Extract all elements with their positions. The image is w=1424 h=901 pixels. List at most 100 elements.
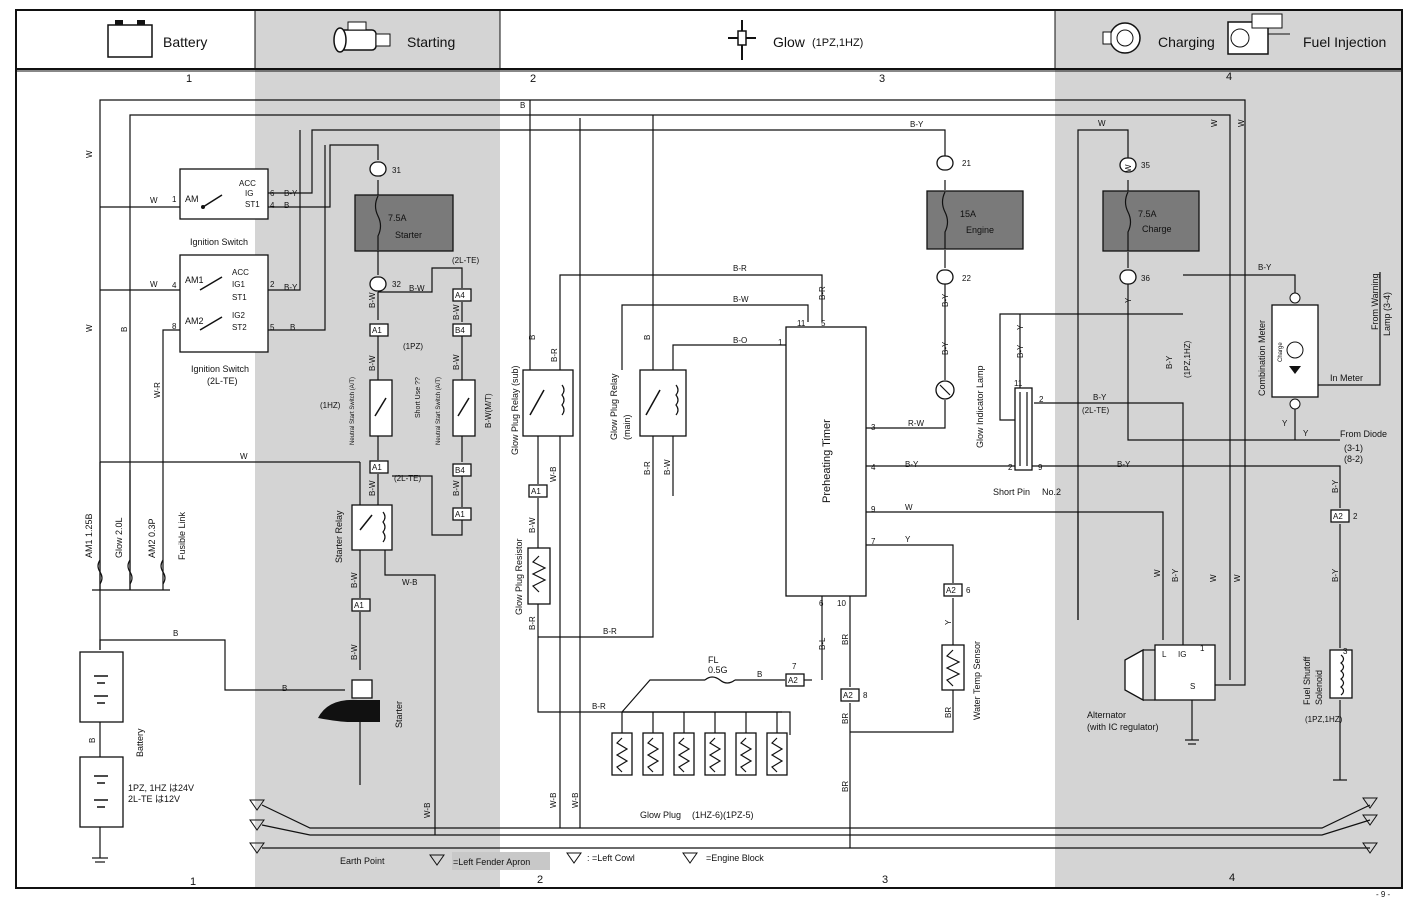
svg-text:ACC: ACC [239, 179, 256, 188]
legend-engine-block: =Engine Block [706, 853, 764, 863]
svg-text:B-R: B-R [592, 702, 606, 711]
svg-text:B-W: B-W [663, 459, 672, 475]
svg-text:2: 2 [1008, 463, 1013, 472]
svg-text:Y: Y [1282, 419, 1288, 428]
from-diode-label: From Diode [1340, 429, 1387, 439]
svg-text:B: B [173, 629, 178, 638]
svg-text:1: 1 [1200, 644, 1205, 653]
svg-text:W: W [150, 280, 158, 289]
grid-top-3: 3 [879, 73, 885, 85]
injection-pump-icon [1227, 13, 1290, 55]
glow-header: Glow [773, 34, 806, 50]
svg-text:B: B [120, 327, 129, 332]
svg-text:4: 4 [270, 201, 275, 210]
neutral-start-switch-2 [452, 379, 476, 437]
fuse-starter-name: Starter [395, 230, 422, 240]
svg-text:IG: IG [245, 189, 253, 198]
svg-text:B: B [643, 335, 652, 340]
short-pin [1014, 387, 1033, 471]
svg-text:B-W: B-W [452, 480, 461, 496]
svg-text:7: 7 [871, 537, 876, 546]
svg-text:B-R: B-R [603, 627, 617, 636]
starter-label: Starter [394, 701, 404, 728]
legend-left-fender: =Left Fender Apron [453, 857, 530, 867]
svg-text:Y: Y [944, 619, 953, 625]
svg-text:B-W: B-W [350, 644, 359, 660]
starting-header: Starting [407, 34, 455, 50]
svg-text:W-B: W-B [402, 578, 417, 587]
svg-text:8: 8 [172, 322, 177, 331]
svg-text:(2L-TE): (2L-TE) [452, 256, 479, 265]
wires [99, 99, 1381, 858]
legend-title: Earth Point [340, 856, 385, 866]
svg-text:A1: A1 [354, 601, 364, 610]
grid-bottom-4: 4 [1229, 872, 1235, 884]
fusible-link-label: Fusible Link [177, 511, 187, 560]
svg-text:BR: BR [944, 707, 953, 718]
svg-text:W: W [240, 452, 248, 461]
svg-text:6: 6 [270, 189, 275, 198]
svg-text:B-Y: B-Y [905, 460, 919, 469]
grid-bottom-3: 3 [882, 874, 888, 886]
glow-indicator-label: Glow Indicator Lamp [975, 365, 985, 448]
svg-text:(1PZ,1HZ): (1PZ,1HZ) [1183, 340, 1192, 378]
ignition-switch-2l-label: Ignition Switch [191, 364, 249, 374]
fusible-links [92, 559, 170, 591]
svg-text:W-B: W-B [549, 467, 558, 482]
grid-top-2: 2 [530, 73, 536, 85]
svg-text:ST2: ST2 [232, 323, 247, 332]
svg-text:2: 2 [270, 280, 275, 289]
svg-text:BR: BR [841, 634, 850, 645]
svg-text:B-Y: B-Y [1331, 568, 1340, 582]
svg-text:B-O: B-O [733, 336, 747, 345]
svg-text:Y: Y [1303, 429, 1309, 438]
fuse-engine-rating: 15A [960, 209, 976, 219]
svg-text:W: W [85, 324, 94, 332]
svg-text:8: 8 [863, 691, 868, 700]
svg-text:B: B [284, 201, 289, 210]
svg-text:B: B [520, 101, 525, 110]
svg-text:36: 36 [1141, 274, 1150, 283]
charge-lamp-label: Charge [1278, 342, 1284, 362]
svg-text:A1: A1 [372, 326, 382, 335]
svg-text:3: 3 [871, 423, 876, 432]
svg-text:B-W: B-W [368, 355, 377, 371]
svg-text:B-W: B-W [452, 354, 461, 370]
glow-plug-resistor [527, 547, 551, 605]
svg-text:22: 22 [962, 274, 971, 283]
svg-text:B-W: B-W [409, 284, 425, 293]
svg-text:(1HZ): (1HZ) [320, 401, 341, 410]
charging-band [1055, 10, 1402, 888]
fl-am1-label: AM1 1.25B [84, 513, 94, 558]
svg-text:B-R: B-R [733, 264, 747, 273]
svg-text:IG1: IG1 [232, 280, 245, 289]
svg-text:W: W [1098, 119, 1106, 128]
svg-text:2: 2 [1039, 395, 1044, 404]
combination-meter-label: Combination Meter [1257, 320, 1267, 396]
ignition-switch-label: Ignition Switch [190, 237, 248, 247]
page-number: - 9 - [1376, 890, 1391, 899]
svg-text:5: 5 [821, 319, 826, 328]
svg-text:A1: A1 [455, 510, 465, 519]
svg-text:W-B: W-B [571, 793, 580, 808]
svg-text:Y: Y [905, 535, 911, 544]
fl-glow-label: Glow 2.0L [114, 517, 124, 558]
battery-header: Battery [163, 34, 207, 50]
svg-text:B-Y: B-Y [910, 120, 924, 129]
svg-text:5: 5 [270, 323, 275, 332]
svg-text:4: 4 [172, 281, 177, 290]
svg-text:(1PZ): (1PZ) [403, 342, 423, 351]
svg-text:W: W [1209, 574, 1218, 582]
svg-text:W-B: W-B [549, 793, 558, 808]
water-temp-label: Water Temp Sensor [972, 641, 982, 720]
fuel-injection-header: Fuel Injection [1303, 34, 1386, 50]
svg-text:B-W(M/T): B-W(M/T) [484, 393, 493, 428]
svg-text:BR: BR [841, 713, 850, 724]
svg-text:B-R: B-R [643, 461, 652, 475]
svg-text:B-W: B-W [452, 304, 461, 320]
fuel-shutoff-label: Fuel Shutoff [1302, 656, 1312, 705]
glow-header-sub: (1PZ,1HZ) [812, 37, 863, 49]
ignition-switch-2l-sub: (2L-TE) [207, 376, 238, 386]
glow-plug-relay-sub [522, 369, 574, 437]
svg-text:Y: Y [1016, 324, 1025, 330]
